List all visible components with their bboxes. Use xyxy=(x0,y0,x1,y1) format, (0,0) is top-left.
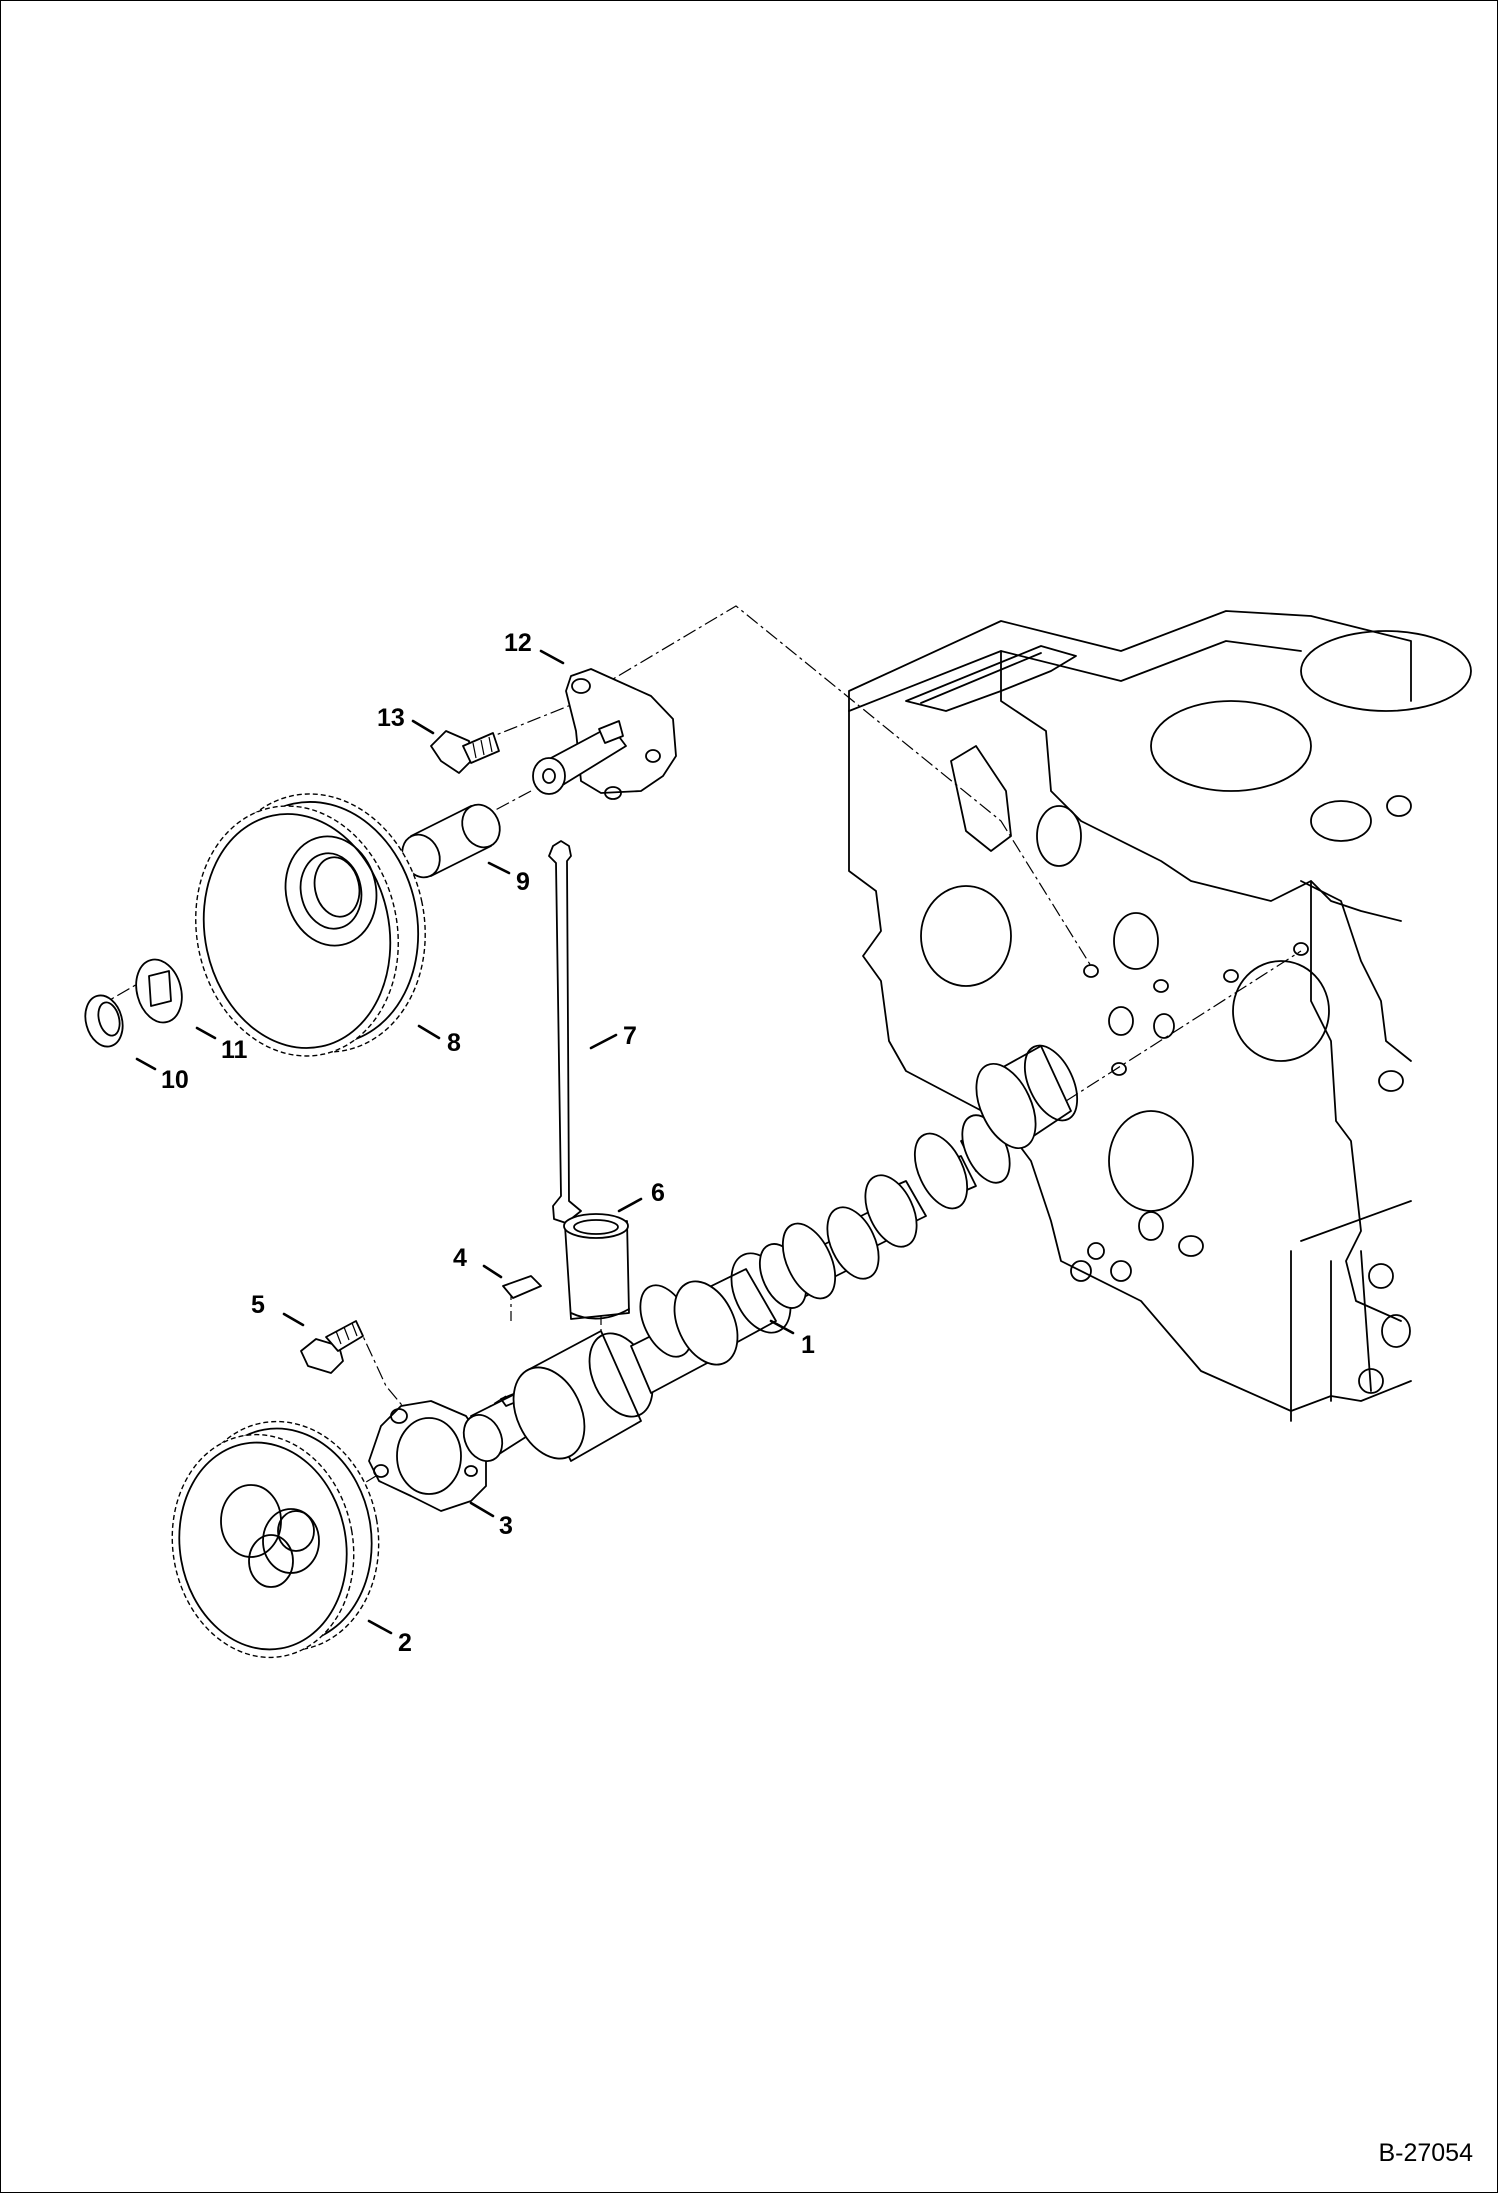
callout-labels: 1 2 3 4 5 6 7 8 9 10 11 12 13 xyxy=(161,629,815,1657)
callout-2: 2 xyxy=(398,1629,412,1657)
leader-3 xyxy=(469,1501,495,1518)
leader-lines xyxy=(135,649,795,1635)
bolt-13 xyxy=(430,730,500,774)
idler-gear-8 xyxy=(195,793,426,1057)
washer-11 xyxy=(135,958,183,1024)
callout-5: 5 xyxy=(251,1291,265,1319)
cam-gear-2 xyxy=(171,1420,380,1659)
callout-1: 1 xyxy=(801,1331,815,1359)
camshaft-1 xyxy=(462,1044,1079,1462)
leader-4 xyxy=(482,1264,503,1279)
callout-6: 6 xyxy=(651,1179,665,1207)
callout-3: 3 xyxy=(499,1512,513,1540)
callout-13: 13 xyxy=(377,704,405,732)
bolt-5 xyxy=(300,1320,364,1374)
leader-12 xyxy=(539,649,565,665)
callout-12: 12 xyxy=(504,629,532,657)
leader-11 xyxy=(195,1026,217,1040)
callout-10: 10 xyxy=(161,1066,189,1094)
callout-9: 9 xyxy=(516,868,530,896)
callout-11: 11 xyxy=(221,1036,248,1064)
leader-10 xyxy=(135,1057,157,1071)
leader-8 xyxy=(417,1024,441,1040)
push-rod-7 xyxy=(548,840,582,1224)
callout-8: 8 xyxy=(447,1029,461,1057)
leader-9 xyxy=(487,861,511,875)
leader-7 xyxy=(589,1033,618,1050)
bushing-9 xyxy=(401,803,501,879)
tappet-6 xyxy=(563,1213,630,1320)
key-4 xyxy=(502,1275,542,1299)
leader-1 xyxy=(769,1319,795,1335)
snap-ring-10 xyxy=(84,994,124,1048)
engine-block xyxy=(848,610,1472,1422)
leader-2 xyxy=(367,1619,393,1635)
leader-5 xyxy=(282,1312,305,1327)
figure-reference: B-27054 xyxy=(1378,2139,1473,2167)
leader-6 xyxy=(617,1197,643,1213)
leader-13 xyxy=(411,719,435,735)
thrust-plate-3 xyxy=(368,1400,487,1512)
idler-shaft-plate xyxy=(532,668,677,800)
callout-7: 7 xyxy=(623,1022,637,1050)
callout-4: 4 xyxy=(453,1244,467,1272)
